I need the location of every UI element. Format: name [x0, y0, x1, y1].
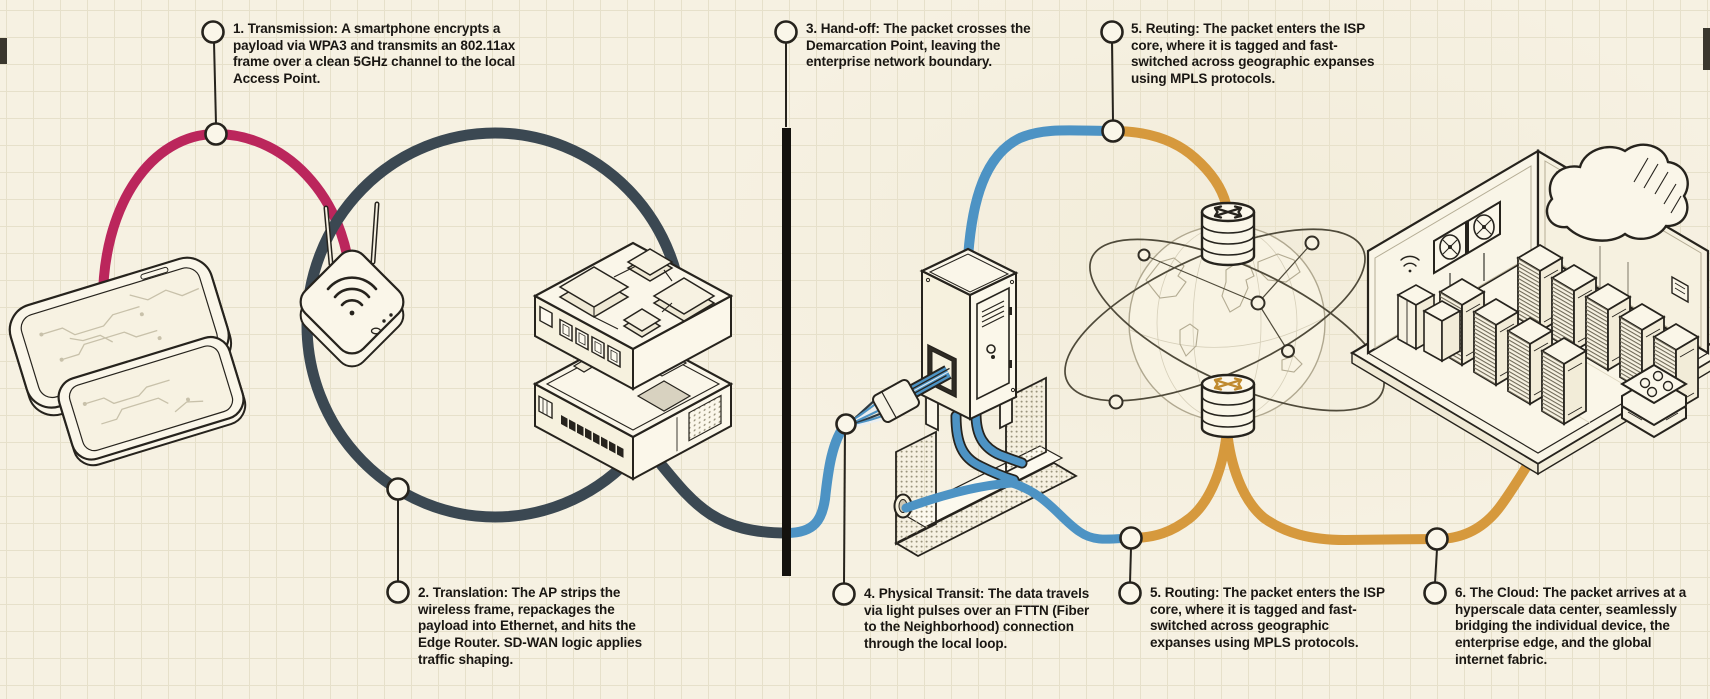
fiber-bundle-illustration [850, 365, 952, 428]
data-center-illustration [1349, 143, 1710, 476]
node-translation [386, 477, 410, 501]
step-marker-1 [201, 20, 225, 44]
step-marker-5b [1118, 581, 1142, 605]
step-marker-3 [774, 20, 798, 44]
step-marker-5a [1100, 20, 1124, 44]
switch-stack-illustration [532, 241, 734, 481]
local-loop-curve [782, 419, 851, 538]
hvac-fan-icon [1467, 200, 1501, 281]
step-label-5b: 5. Routing: The packet enters the ISP co… [1150, 585, 1385, 651]
dc-small-cabinets [1396, 284, 1462, 363]
node-transmission [204, 122, 228, 146]
label-markers [201, 20, 1447, 606]
curve-nodes [204, 119, 1449, 551]
satellite-icon [1108, 235, 1320, 410]
cabinet-conduits [950, 408, 1028, 486]
isp-uplink-curve [963, 125, 1118, 263]
access-point-illustration [299, 201, 405, 368]
step-label-4: 4. Physical Transit: The data travels vi… [864, 586, 1090, 652]
buried-fiber-curve [901, 478, 1136, 544]
step-label-3: 3. Hand-off: The packet crosses the Dema… [806, 21, 1031, 70]
step-label-1: 1. Transmission: A smartphone encrypts a… [233, 21, 516, 87]
step-label-5a: 5. Reuting: The packet enters the ISP co… [1131, 21, 1375, 87]
dc-module-stack [1620, 363, 1688, 439]
node-routing-bottom [1119, 526, 1143, 550]
mpls-right-curve [1222, 425, 1542, 546]
cloud-illustration [1545, 143, 1689, 242]
wall-wifi-icon [1400, 255, 1420, 273]
node-physical-transit [835, 413, 857, 435]
edge-mark [0, 38, 7, 64]
step-marker-4 [832, 582, 856, 606]
smartphone-illustration [8, 256, 247, 467]
mpls-left-curve [1126, 425, 1232, 543]
step-marker-6 [1423, 581, 1447, 605]
server-rack [1541, 337, 1587, 425]
step-label-2: 2. Translation: The AP strips the wirele… [418, 585, 642, 667]
edge-mark [1703, 28, 1710, 70]
mpls-top-curve [1108, 126, 1231, 209]
leader-lines [213, 41, 1438, 585]
street-cabinet-illustration [919, 247, 1019, 432]
antenna-icon [323, 201, 380, 267]
step-marker-2 [386, 580, 410, 604]
wifi-icon [326, 276, 378, 316]
router-cylinder-bottom [1200, 373, 1256, 439]
router-cylinder-top [1200, 201, 1256, 267]
step-label-6: 6. The Cloud: The packet arrives at a hy… [1455, 585, 1687, 667]
node-cloud [1425, 527, 1449, 551]
node-routing-top [1101, 119, 1125, 143]
